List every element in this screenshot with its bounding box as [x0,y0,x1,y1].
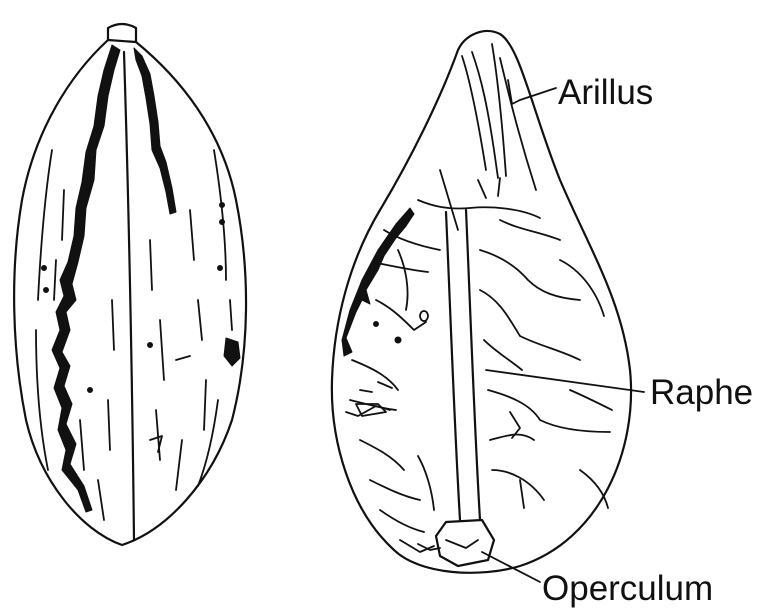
seed-right-raphe-line-1 [446,212,460,520]
seed-right-raphe-line-2 [466,210,480,520]
seed-left-ridge [124,52,134,540]
leader-lines [482,88,644,582]
seed-right-operculum-shape [436,520,494,566]
seed-right-operculum-detail [446,540,478,548]
seed-right-upper-ridge [418,200,540,218]
leader-arillus [520,88,556,100]
seed-right [332,31,631,573]
leader-operculum [482,552,540,582]
label-arillus: Arillus [558,73,653,112]
leader-raphe [486,370,644,392]
seed-right-marks [356,311,428,416]
seed-right-outline [332,31,631,573]
seed-left-dark-spot [224,338,240,366]
label-raphe: Raphe [650,373,753,412]
label-operculum: Operculum [542,569,713,608]
seed-left [14,24,246,545]
seed-right-dark-crescent [342,208,414,356]
